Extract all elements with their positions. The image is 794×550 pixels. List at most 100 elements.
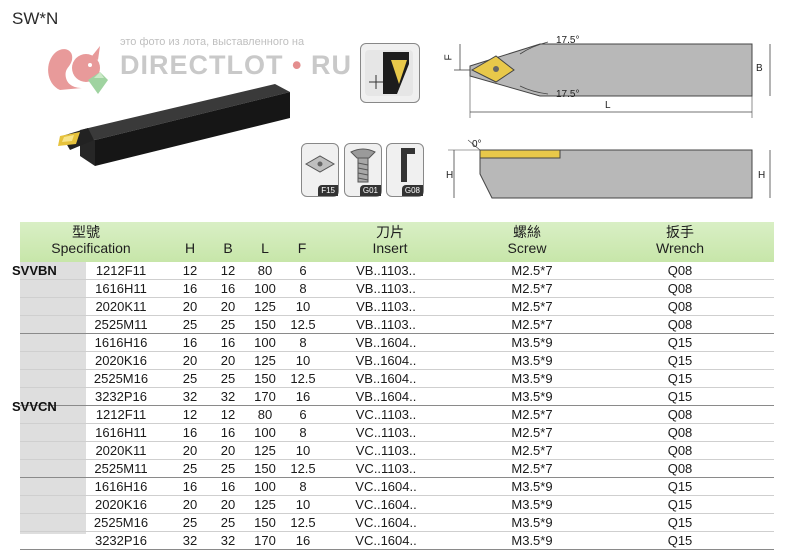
cell-wrench: Q08	[667, 407, 693, 422]
cell-spec: 2020K11	[95, 443, 147, 458]
cell-f: 10	[295, 497, 311, 512]
cell-h: 16	[182, 425, 198, 440]
cell-wrench: Q15	[667, 515, 693, 530]
cell-wrench: Q08	[667, 281, 693, 296]
cell-b: 16	[220, 335, 236, 350]
cell-screw: M3.5*9	[511, 353, 553, 368]
header-b: B	[223, 240, 233, 256]
cell-l: 125	[254, 443, 276, 458]
header-spec-cn: 型號	[72, 224, 100, 240]
cell-spec: 2525M16	[93, 371, 149, 386]
angle-top-label: 17.5°	[556, 35, 580, 46]
cell-insert: VB..1604..	[355, 335, 417, 350]
cell-wrench: Q15	[667, 371, 693, 386]
cell-h: 20	[182, 299, 198, 314]
accessory-screw-thumb: G01	[344, 143, 382, 197]
cell-h: 25	[182, 515, 198, 530]
cell-f: 12.5	[290, 371, 316, 386]
accessory-wrench-thumb: G08	[386, 143, 424, 197]
cell-screw: M3.5*9	[511, 497, 553, 512]
cell-h: 20	[182, 497, 198, 512]
cell-f: 16	[295, 389, 311, 404]
cell-l: 150	[254, 461, 276, 476]
cell-f: 10	[295, 299, 311, 314]
cell-screw: M2.5*7	[511, 317, 553, 332]
cell-screw: M2.5*7	[511, 461, 553, 476]
cell-spec: 2525M11	[94, 461, 148, 476]
cell-b: 25	[220, 317, 236, 332]
accessory-insert-thumb: F15	[301, 143, 339, 197]
cell-l: 125	[254, 497, 276, 512]
cell-b: 25	[220, 371, 236, 386]
cell-f: 12.5	[290, 317, 316, 332]
watermark-brand: DIRECTLOT • RU	[120, 50, 352, 81]
cell-l: 150	[254, 371, 276, 386]
cell-f: 10	[295, 353, 311, 368]
cell-insert: VB..1604..	[355, 389, 417, 404]
cell-l: 100	[254, 335, 276, 350]
cell-l: 80	[257, 263, 273, 278]
cell-screw: M3.5*9	[511, 479, 553, 494]
cell-insert: VC..1103..	[355, 407, 417, 422]
cell-l: 150	[254, 515, 276, 530]
family-label: SVVBN	[12, 263, 57, 278]
cell-wrench: Q08	[667, 461, 693, 476]
cell-l: 80	[257, 407, 273, 422]
cell-l: 170	[254, 389, 276, 404]
cell-screw: M3.5*9	[511, 335, 553, 350]
cell-f: 8	[299, 335, 307, 350]
tool-holder-photo	[58, 84, 290, 166]
cell-wrench: Q15	[667, 479, 693, 494]
cell-spec: 1212F11	[95, 407, 147, 422]
cell-insert: VB..1103..	[356, 263, 416, 278]
cell-b: 16	[220, 281, 236, 296]
header-l: L	[261, 240, 269, 256]
cell-spec: 2525M16	[93, 515, 149, 530]
cell-f: 16	[295, 533, 311, 548]
cell-l: 125	[254, 353, 276, 368]
header-spec-en: Specification	[51, 240, 131, 256]
cell-b: 25	[220, 461, 236, 476]
cell-b: 16	[220, 479, 236, 494]
cell-f: 8	[299, 425, 307, 440]
cell-insert: VC..1604..	[355, 515, 417, 530]
cell-wrench: Q15	[667, 389, 693, 404]
cell-screw: M3.5*9	[511, 371, 553, 386]
cell-spec: 2020K11	[95, 299, 147, 314]
dim-l-label: L	[605, 100, 611, 111]
cell-h: 12	[182, 263, 198, 278]
cell-spec: 2020K16	[94, 497, 148, 512]
cell-b: 20	[220, 497, 236, 512]
cell-h: 20	[182, 443, 198, 458]
cell-h: 20	[182, 353, 198, 368]
cell-l: 100	[254, 479, 276, 494]
header-screw-cn: 螺絲	[513, 224, 541, 240]
cell-wrench: Q08	[667, 263, 693, 278]
wrench-icon	[401, 148, 415, 182]
cell-wrench: Q08	[667, 317, 693, 332]
cell-insert: VC..1604..	[355, 479, 417, 494]
watermark-brand-dot: •	[292, 50, 303, 80]
cell-screw: M2.5*7	[511, 425, 553, 440]
cell-b: 20	[220, 299, 236, 314]
cell-h: 32	[182, 389, 198, 404]
dim-h-left-label: H	[446, 170, 454, 181]
dim-b-label: B	[756, 63, 763, 74]
cell-b: 32	[220, 389, 236, 404]
side-view-drawing	[448, 139, 771, 199]
cell-spec: 1616H16	[94, 479, 148, 494]
cell-f: 10	[295, 443, 311, 458]
squirrel-logo-icon	[48, 46, 108, 94]
insert-icon	[304, 155, 336, 173]
cell-insert: VC..1604..	[355, 497, 417, 512]
cell-wrench: Q15	[667, 353, 693, 368]
cell-spec: 2525M11	[94, 317, 148, 332]
cell-screw: M3.5*9	[511, 515, 553, 530]
